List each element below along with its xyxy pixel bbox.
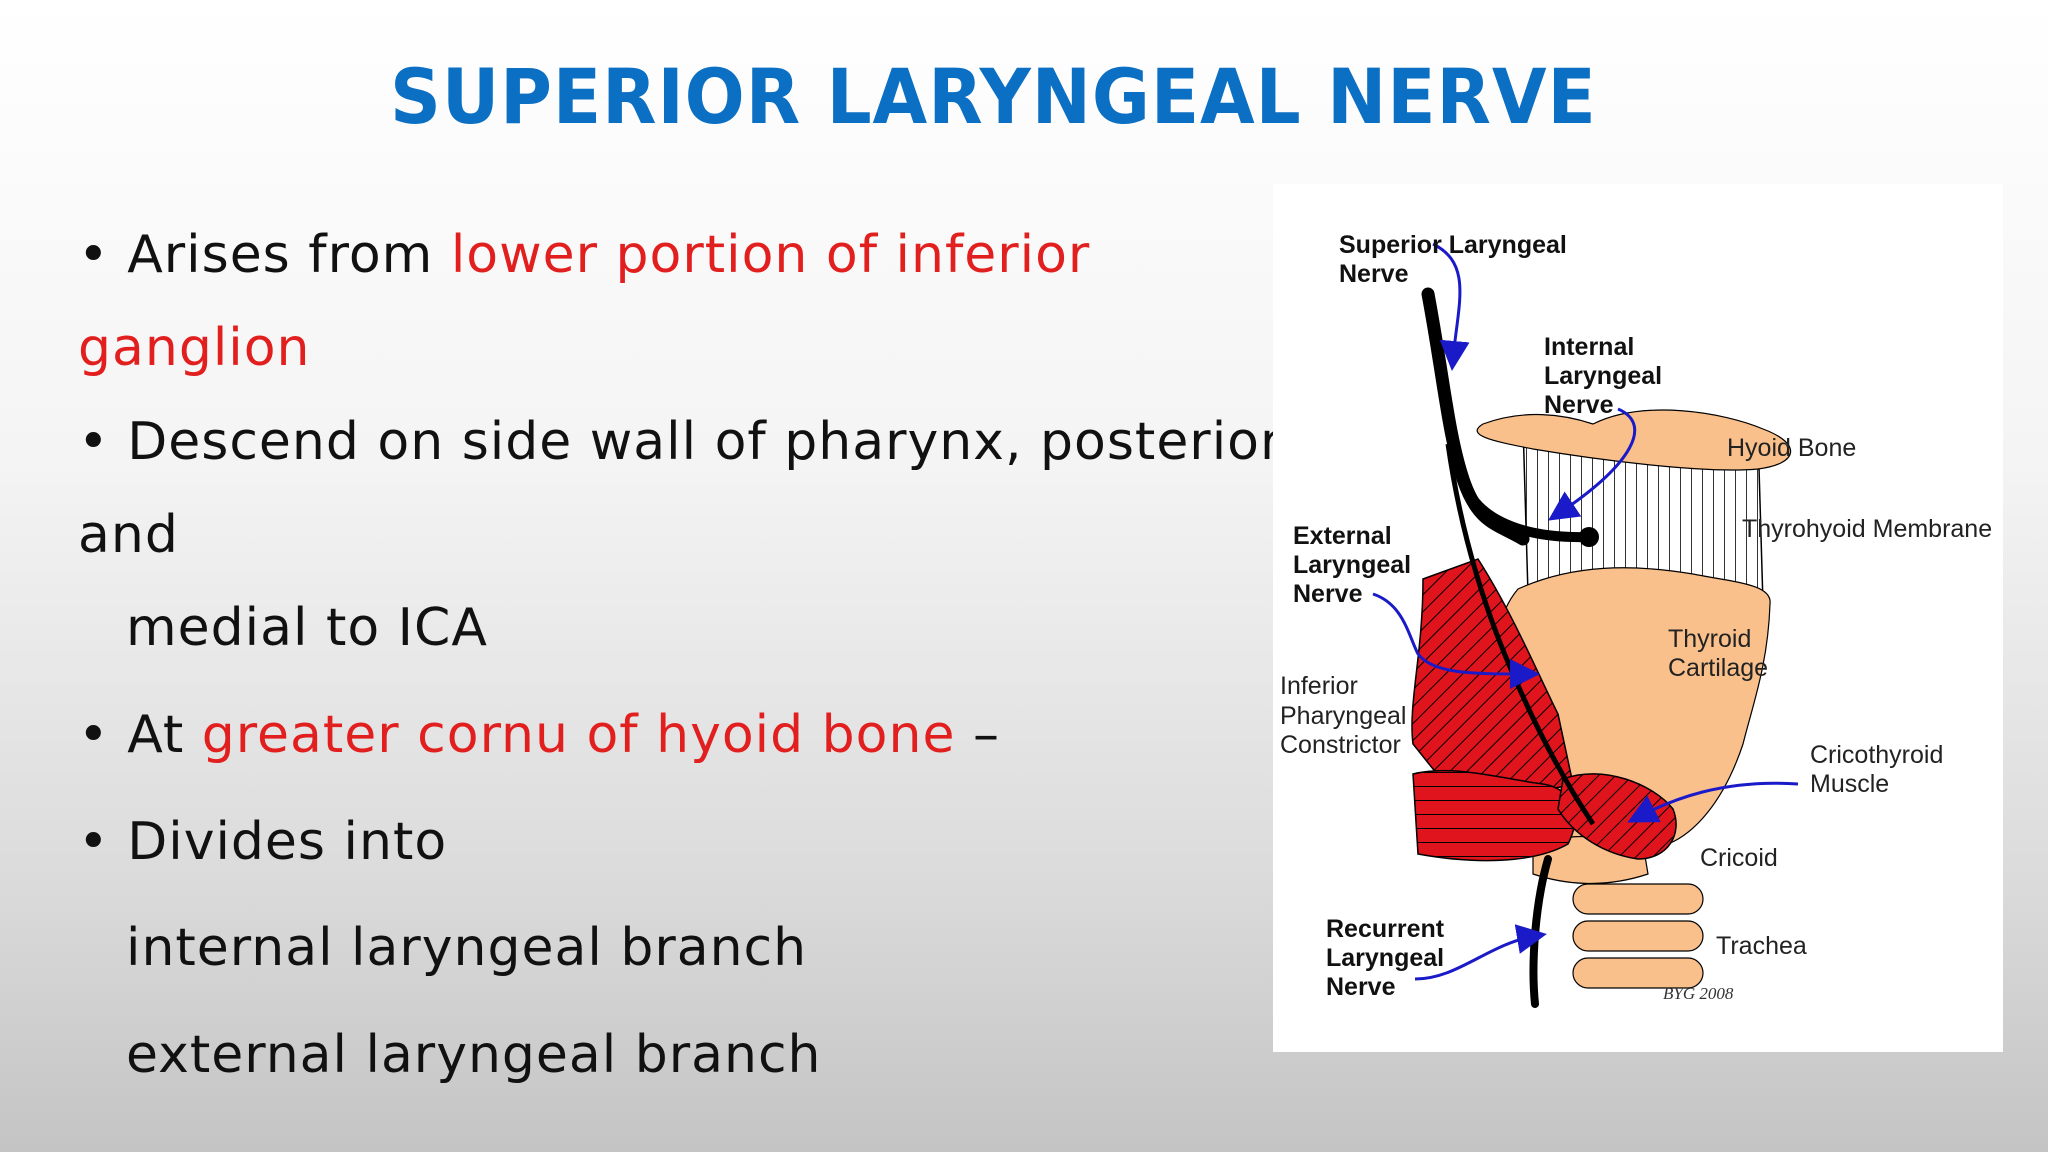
bullet-line-9: external laryngeal branch (126, 1025, 822, 1085)
label-cricothyroid-2: Muscle (1810, 770, 1889, 798)
trachea-ring-1 (1572, 883, 1704, 915)
arrow-internal (1548, 407, 1637, 521)
label-inferior-3: Constrictor (1280, 731, 1401, 759)
larynx-diagram-svg: Superior Laryngeal Nerve Internal Laryng… (1280, 231, 1992, 1008)
label-external-2: Laryngeal (1293, 551, 1411, 579)
label-superior-laryngeal-1: Superior Laryngeal (1339, 231, 1567, 259)
bullet-line-1: • Arises from lower portion of inferior (78, 225, 1091, 285)
label-trachea: Trachea (1716, 932, 1807, 960)
bullet-line-6: • At greater cornu of hyoid bone – (78, 705, 1000, 765)
label-internal-2: Laryngeal (1544, 362, 1662, 390)
bullet-line-8: internal laryngeal branch (126, 918, 808, 978)
label-external-3: Nerve (1293, 580, 1363, 608)
larynx-diagram: Superior Laryngeal Nerve Internal Laryng… (1273, 184, 2003, 1052)
label-thyrohyoid-membrane: Thyrohyoid Membrane (1742, 515, 1992, 543)
label-recurrent-3: Nerve (1326, 973, 1396, 1001)
bullet-line-3: • Descend on side wall of pharynx, poste… (78, 412, 1283, 472)
label-internal-3: Nerve (1544, 391, 1614, 419)
trachea-ring-2 (1572, 920, 1704, 952)
cricothyroid-muscle-shape (1557, 773, 1677, 860)
label-recurrent-2: Laryngeal (1326, 944, 1444, 972)
label-inferior-2: Pharyngeal (1280, 702, 1406, 730)
bullet-line-2: ganglion (78, 318, 311, 378)
slide-title: SUPERIOR LARYNGEAL NERVE (390, 52, 1597, 141)
label-thyroid-1: Thyroid (1668, 625, 1751, 653)
recurrent-laryngeal-nerve-line (1529, 855, 1552, 1008)
label-internal-1: Internal (1544, 333, 1634, 361)
signature-text: BYG 2008 (1663, 984, 1734, 1003)
bullet-line-7: • Divides into (78, 812, 448, 872)
bullet-line-4: and (78, 505, 179, 565)
internal-laryngeal-nerve-line (1458, 474, 1594, 543)
label-thyroid-2: Cartilage (1668, 654, 1768, 682)
label-inferior-1: Inferior (1280, 672, 1358, 700)
arrow-recurrent (1414, 924, 1547, 981)
label-superior-laryngeal-2: Nerve (1339, 260, 1409, 288)
label-cricothyroid-1: Cricothyroid (1810, 741, 1943, 769)
arrow-superior (1432, 242, 1470, 371)
label-external-1: External (1293, 522, 1392, 550)
bullet-line-5: medial to ICA (126, 598, 488, 658)
arrow-external (1372, 592, 1540, 689)
label-hyoid-bone: Hyoid Bone (1727, 434, 1856, 462)
trachea-ring-3 (1572, 957, 1704, 989)
label-cricoid: Cricoid (1700, 844, 1778, 872)
arrow-cricothyroid (1627, 781, 1799, 823)
label-recurrent-1: Recurrent (1326, 915, 1445, 943)
